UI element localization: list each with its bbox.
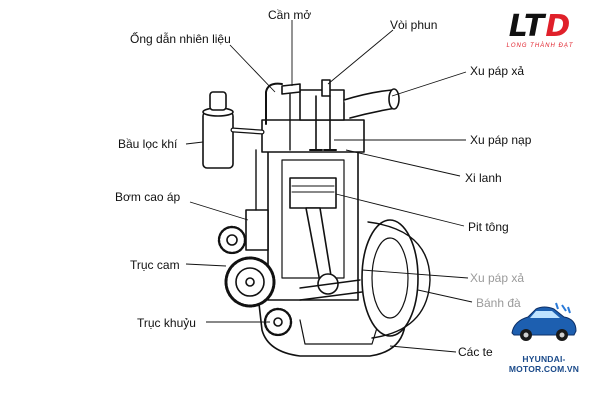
label-injector: Vòi phun [390,18,438,32]
leader-cac-te [389,345,457,353]
leader-xu-pap-xa-mid [361,269,469,279]
hyundai-watermark: HYUNDAI-MOTOR.COM.VN [496,299,592,374]
label-rocker-arm: Cần mở [268,8,312,22]
leader-xi-lanh [345,149,461,177]
logo-mark-accent: D [545,9,572,44]
label-air-filter: Bầu lọc khí [118,137,178,151]
label-fuel-line: Ống dẫn nhiên liệu [130,32,231,46]
leader-voi-phun [327,29,394,85]
label-exhaust-valve-top: Xu páp xả [470,64,525,78]
car-icon [511,302,577,341]
label-cylinder: Xi lanh [465,171,502,185]
label-intake-valve: Xu páp nạp [470,133,532,147]
label-crankshaft: Trục khuỷu [137,316,196,330]
leader-xu-pap-xa-top [391,71,467,97]
leader-banh-da [417,289,473,303]
air-filter [202,111,234,169]
leader-truc-cam [185,263,227,267]
logo-tagline: LONG THÀNH ĐẠT [506,43,574,49]
ltd-logo: LTD LONG THÀNH ĐẠT [500,12,580,50]
injector [321,79,331,97]
leader-bau-loc [185,141,204,145]
flywheel [361,219,419,337]
cylinder [281,159,345,279]
logo-mark-main: LT [508,9,546,44]
label-piston: Pit tông [468,220,509,234]
label-camshaft: Trục cam [130,258,180,272]
oil-pan [299,317,381,345]
label-exhaust-valve-mid: Xu páp xả [470,271,525,285]
leader-ong-dan [229,44,276,93]
rocker-arm [281,83,301,95]
crankcase [257,294,411,357]
leader-pit-tong [335,193,465,227]
high-pressure-pump [245,209,269,251]
piston [289,177,337,209]
main-gear [224,256,276,308]
cylinder-head [261,119,365,153]
fuel-line [265,82,283,125]
exhaust-pipe [343,89,397,119]
leader-bom-cao-ap [189,201,249,221]
label-crankcase: Các te [458,345,493,359]
camshaft-gear [217,225,247,255]
label-high-pressure-pump: Bơm cao áp [115,190,181,204]
logo-mark: LTD [500,12,580,42]
watermark-url: HYUNDAI-MOTOR.COM.VN [508,354,580,374]
label-flywheel: Bánh đà [476,296,521,310]
